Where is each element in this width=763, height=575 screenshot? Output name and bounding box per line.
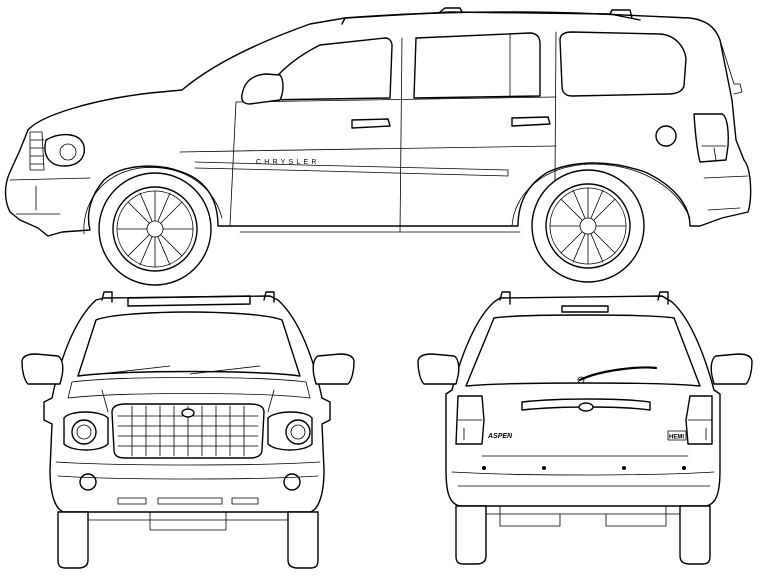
side-rear-door-handle — [511, 116, 551, 127]
front-left-foglight — [79, 473, 97, 491]
side-front-wheel — [98, 172, 212, 286]
side-rear-flare — [511, 163, 691, 227]
side-quarter-window — [559, 31, 687, 97]
side-front-flare — [83, 167, 223, 235]
front-view — [21, 291, 355, 569]
rear-emblem — [578, 402, 594, 412]
front-left-headlight — [63, 411, 109, 451]
rear-model-badge: ASPEN — [487, 433, 513, 440]
side-rear-wheel — [531, 169, 645, 283]
front-wiper — [99, 365, 261, 375]
front-underbody — [87, 511, 289, 531]
rear-right-tire — [679, 505, 711, 565]
side-door-lines — [229, 31, 557, 233]
rear-right-mirror — [710, 353, 753, 385]
side-tail-light — [693, 113, 729, 163]
rear-bumper-dot — [542, 466, 546, 470]
side-badge: CHRYSLER — [256, 159, 320, 166]
front-bumper — [55, 461, 321, 505]
rear-wiper — [578, 366, 658, 382]
side-roof-rack — [341, 7, 641, 25]
side-tailgate-edge — [719, 39, 743, 95]
side-tail-light-detail — [701, 145, 727, 161]
side-front-bumper — [9, 177, 91, 215]
rear-wiper-pivot — [577, 376, 585, 384]
side-headlight — [44, 133, 85, 167]
side-beltline — [179, 145, 557, 177]
side-headlight-lens — [59, 143, 77, 161]
rear-left-tail-light-detail — [457, 419, 483, 441]
rear-bumper-dot — [622, 466, 626, 470]
front-roof-rack — [101, 291, 275, 307]
front-right-headlight — [267, 411, 313, 451]
side-rear-door-window — [413, 32, 541, 99]
side-rear-bumper — [703, 175, 749, 211]
rear-underbody — [485, 505, 681, 527]
side-front-door-handle — [351, 118, 391, 129]
rear-hemi-badge-frame — [667, 430, 687, 441]
rear-bumper-dot — [682, 466, 686, 470]
rear-left-mirror — [417, 353, 460, 385]
rear-spoiler — [499, 291, 669, 313]
rear-bumper — [451, 455, 715, 487]
rear-right-tail-light-detail — [687, 419, 713, 441]
side-view: CHRYSLER — [4, 7, 752, 286]
front-grille-emblem — [181, 408, 195, 418]
rear-bumper-dot — [482, 466, 486, 470]
front-windshield — [77, 311, 301, 377]
rear-hemi-badge: HEMI — [669, 435, 684, 441]
rear-window — [465, 314, 701, 387]
front-hood — [67, 377, 311, 413]
side-mirror — [241, 73, 284, 105]
rear-left-tire — [455, 505, 487, 565]
front-right-mirror — [312, 353, 355, 385]
front-left-tire — [57, 511, 89, 569]
side-fuel-cap — [655, 125, 677, 147]
rear-view: ASPEN HEMI — [417, 291, 753, 565]
side-body-outline — [4, 11, 752, 237]
front-right-foglight — [283, 473, 301, 491]
side-grille — [29, 131, 45, 171]
front-right-tire — [287, 511, 319, 569]
front-left-mirror — [21, 353, 64, 385]
